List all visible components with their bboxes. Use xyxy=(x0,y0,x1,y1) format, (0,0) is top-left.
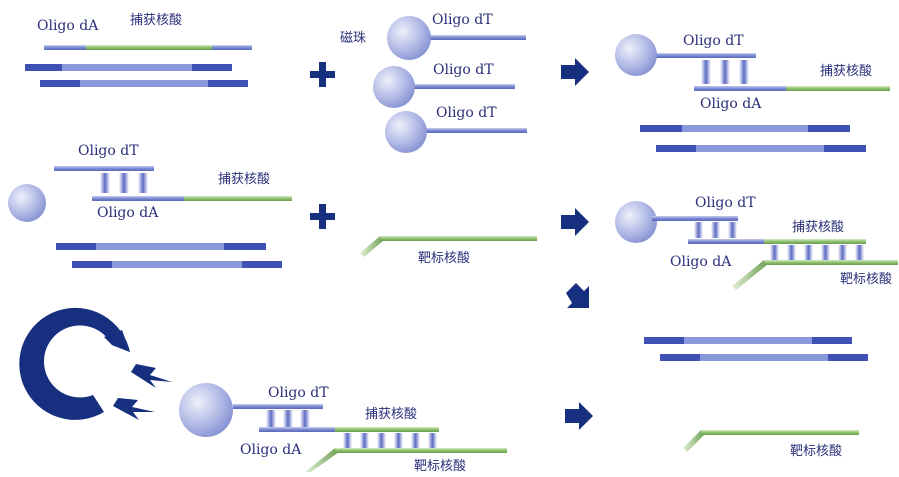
capture-strand-end xyxy=(212,45,252,50)
magnetic-bead xyxy=(387,16,431,60)
panel-magnetic-separation: Oligo dT 捕获核酸 Oligo dA 靶标核酸 xyxy=(179,383,507,474)
arrow-right-icon xyxy=(561,58,589,86)
label-oligo-da: Oligo dA xyxy=(37,18,99,34)
target-strand-tail xyxy=(683,430,705,452)
label-capture-nucleic-acid-4: 捕获核酸 xyxy=(218,171,270,187)
bead-2: Oligo dT xyxy=(373,62,515,108)
target-strand-tail xyxy=(732,260,768,290)
target-strand xyxy=(380,236,537,241)
plus-icon xyxy=(310,62,335,87)
arrow-right-icon xyxy=(561,208,589,236)
base-pair-rungs xyxy=(701,60,749,84)
oligo-dt-strand xyxy=(233,404,323,409)
target-strand-tail xyxy=(305,448,339,472)
lightning-icon xyxy=(113,364,172,420)
plus-icon xyxy=(310,204,335,229)
panel-capture-probe: Oligo dA 捕获核酸 xyxy=(25,12,252,87)
oligo-da-strand xyxy=(92,196,184,201)
capture-strand xyxy=(786,86,890,91)
magnet-icon xyxy=(19,307,131,420)
oligo-dt-strand xyxy=(415,128,527,133)
panel-bead-capture-complex: Oligo dT 捕获核酸 Oligo dA xyxy=(615,33,890,152)
oligo-dt-strand xyxy=(54,166,154,171)
base-pair-rungs xyxy=(100,173,148,193)
base-pair-rungs xyxy=(343,433,437,448)
target-strand xyxy=(335,448,507,453)
label-oligo-da-6: Oligo dA xyxy=(670,254,732,270)
magnetic-bead xyxy=(8,184,46,222)
oligo-da-strand xyxy=(694,86,786,91)
target-strand xyxy=(701,430,859,435)
label-target-nucleic-acid-9: 靶标核酸 xyxy=(790,444,842,459)
oligo-da-strand xyxy=(259,427,335,432)
oligo-da-strand xyxy=(688,239,764,244)
dna-duplex xyxy=(640,125,866,152)
label-capture-nucleic-acid-8: 捕获核酸 xyxy=(365,406,417,422)
oligo-dt-strand xyxy=(418,35,526,40)
capture-strand xyxy=(335,427,439,432)
panel-complex-with-duplex: Oligo dT 捕获核酸 Oligo dA xyxy=(8,143,292,268)
panel-released-duplex xyxy=(644,337,868,361)
label-magnetic-bead: 磁珠 xyxy=(340,31,366,46)
label-oligo-dt-3: Oligo dT xyxy=(436,105,497,121)
label-target-nucleic-acid-6: 靶标核酸 xyxy=(840,272,892,287)
oligo-dt-strand xyxy=(652,216,738,221)
oligo-da-strand xyxy=(44,45,86,50)
label-oligo-dt-2: Oligo dT xyxy=(433,62,494,78)
oligo-dt-strand xyxy=(650,53,756,58)
label-oligo-da-4: Oligo dA xyxy=(97,205,159,221)
target-strand-tail xyxy=(360,236,384,257)
oligo-dt-strand xyxy=(405,84,515,89)
bead-3: Oligo dT xyxy=(385,105,527,153)
label-capture-nucleic-acid-6: 捕获核酸 xyxy=(792,219,844,235)
magnetic-bead xyxy=(373,66,415,108)
label-oligo-dt-4: Oligo dT xyxy=(78,143,139,159)
base-pair-rungs xyxy=(694,222,737,238)
panel-released-target: 靶标核酸 xyxy=(683,430,859,459)
label-oligo-dt-3a: Oligo dT xyxy=(683,33,744,49)
label-target-nucleic-acid-8: 靶标核酸 xyxy=(414,459,466,472)
base-pair-rungs xyxy=(770,245,864,260)
base-pair-rungs xyxy=(266,410,310,427)
label-oligo-da-8: Oligo dA xyxy=(240,442,302,458)
magnetic-bead xyxy=(615,34,657,76)
arrow-right-icon xyxy=(565,402,593,430)
panel-magnetic-beads: 磁珠 Oligo dT Oligo dT Oligo dT xyxy=(340,12,527,153)
label-oligo-dt-8: Oligo dT xyxy=(268,385,329,401)
magnetic-bead xyxy=(385,111,427,153)
dna-duplex xyxy=(56,243,282,268)
capture-strand xyxy=(764,239,866,244)
label-capture-nucleic-acid: 捕获核酸 xyxy=(130,12,182,28)
target-strand xyxy=(764,260,898,265)
label-oligo-dt-6: Oligo dT xyxy=(695,195,756,211)
capture-strand xyxy=(86,45,212,50)
arrow-down-right-icon xyxy=(566,283,589,308)
label-oligo-dt-1: Oligo dT xyxy=(432,12,493,28)
label-target-nucleic-acid-5: 靶标核酸 xyxy=(418,251,470,266)
panel-target-nucleic-acid: 靶标核酸 xyxy=(360,236,537,266)
label-capture-nucleic-acid-3: 捕获核酸 xyxy=(820,63,872,79)
label-oligo-da-3: Oligo dA xyxy=(700,96,762,112)
panel-target-capture-complex: Oligo dT 捕获核酸 Oligo dA 靶标核酸 xyxy=(615,195,898,290)
magnetic-bead xyxy=(179,383,233,437)
bead-1: Oligo dT xyxy=(387,12,526,60)
dna-duplex xyxy=(25,64,248,87)
magnetic-bead xyxy=(615,201,657,243)
capture-strand xyxy=(184,196,292,201)
